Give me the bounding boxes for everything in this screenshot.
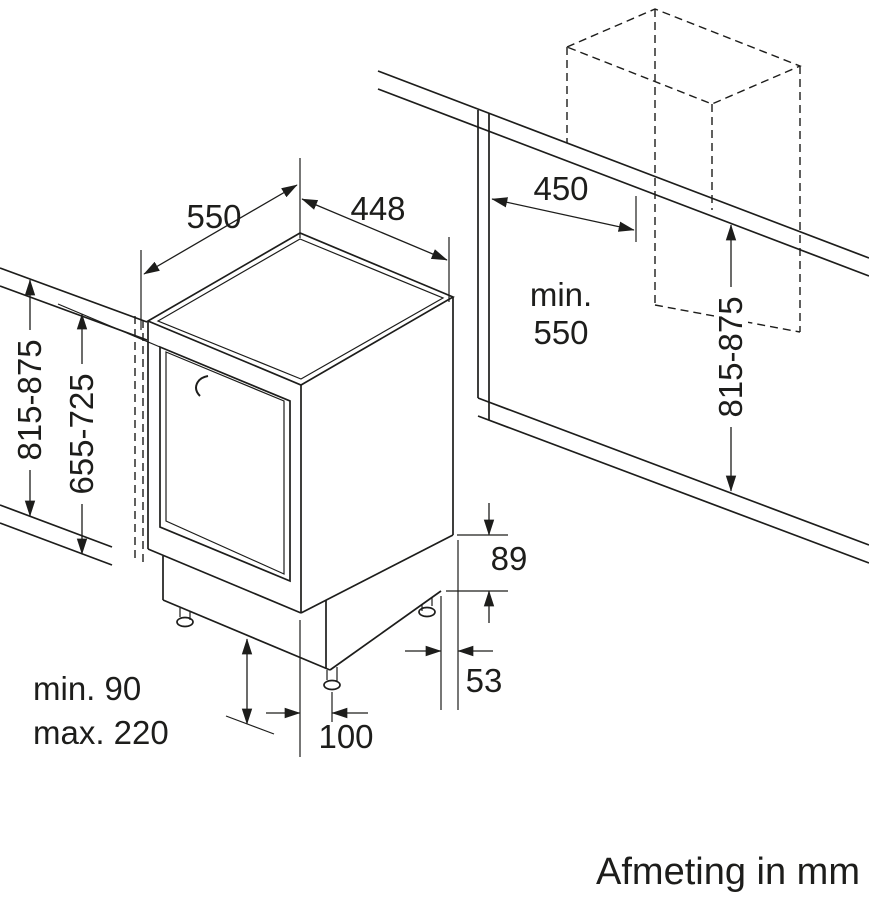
appliance-height-label: 815-875 [11, 339, 48, 460]
dishwasher-body [146, 232, 455, 671]
niche-side-wall [477, 110, 490, 420]
dishwasher-door [159, 345, 291, 583]
units-caption: Afmeting in mm [596, 851, 860, 893]
countertop-right-lines [377, 70, 869, 277]
dim-550-label: 550 [186, 198, 241, 235]
niche-dashed-outline [565, 8, 802, 333]
dim-655-725-door-height: 655-725 [57, 303, 161, 555]
dim-min-550-niche-depth: min. 550 [530, 276, 592, 351]
niche-depth-min-label: min. [530, 276, 592, 313]
dim-550-depth: 550 [140, 158, 301, 330]
dim-53-label: 53 [466, 662, 503, 699]
dim-100-foot-offset: 100 [266, 620, 374, 757]
plinth-max-label: max. 220 [33, 714, 169, 751]
door-panel-height-label: 655-725 [63, 373, 100, 494]
dim-53-base-depth: 53 [405, 540, 502, 710]
furniture-front-dashed-lines [134, 316, 144, 566]
countertop-left-lines [0, 267, 148, 341]
niche-depth-value-label: 550 [533, 314, 588, 351]
plinth-min-label: min. 90 [33, 670, 141, 707]
dim-450-niche-width: 450 [491, 170, 637, 242]
adjustable-feet [176, 597, 436, 691]
dim-plinth-height: min. 90 max. 220 [33, 638, 275, 751]
dim-815-875-niche-height: 815-875 [712, 224, 749, 492]
dim-100-label: 100 [318, 718, 373, 755]
door-handle [195, 375, 209, 397]
niche-height-label: 815-875 [712, 296, 749, 417]
floor-lines [0, 397, 869, 566]
dim-89-base-height: 89 [446, 503, 527, 623]
dim-89-label: 89 [491, 540, 528, 577]
dim-815-875-appliance-height: 815-875 [11, 279, 48, 517]
dim-448-width: 448 [301, 190, 450, 302]
dim-448-label: 448 [350, 190, 405, 227]
dim-450-label: 450 [533, 170, 588, 207]
